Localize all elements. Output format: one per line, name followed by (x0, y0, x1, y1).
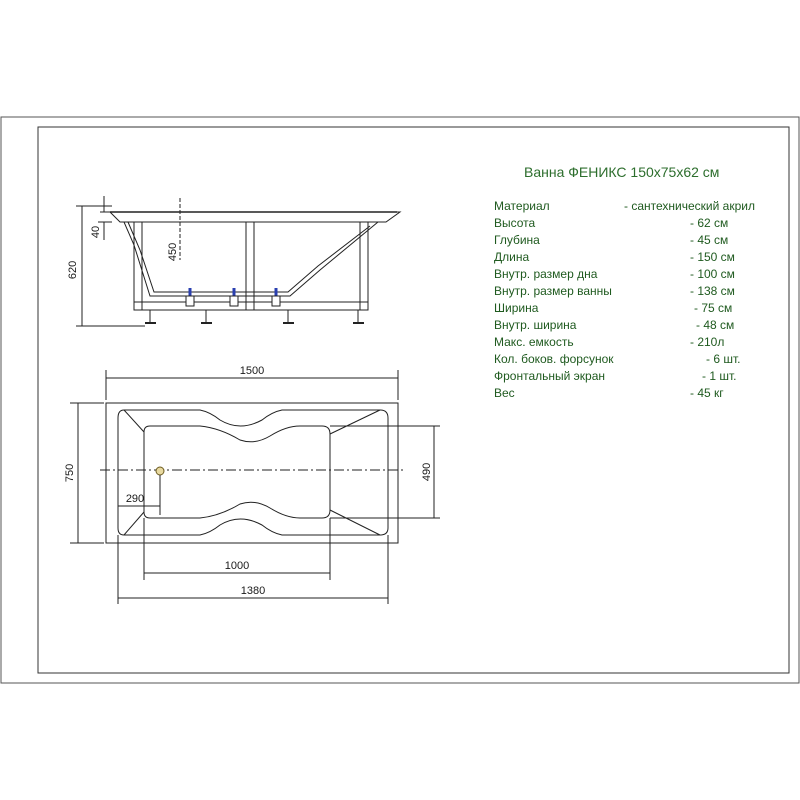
outer-frame (0, 116, 800, 684)
spec-title: Ванна ФЕНИКС 150х75х62 см (524, 164, 719, 180)
dim-inner-length: 1380 (241, 585, 265, 597)
spec-label: Высота (494, 216, 536, 230)
dim-length: 1500 (240, 365, 264, 377)
spec-value: - 75 см (694, 301, 732, 315)
spec-value: - 138 см (690, 284, 735, 298)
side-dimension-lines (76, 196, 145, 327)
spec-label: Ширина (494, 301, 539, 315)
dim-width: 750 (64, 464, 76, 482)
spec-value: - 150 см (690, 250, 735, 264)
dim-rim: 40 (90, 226, 102, 238)
dim-depth: 450 (167, 243, 179, 261)
spec-label: Кол. боков. форсунок (494, 352, 614, 366)
drain-icon (155, 466, 165, 476)
spec-value: - 1 шт. (702, 369, 736, 383)
spec-label: Внутр. размер дна (494, 267, 598, 281)
spec-label: Материал (494, 199, 550, 213)
spec-value: - сантехнический акрил (624, 199, 755, 213)
spec-value: - 6 шт. (706, 352, 740, 366)
spec-label: Глубина (494, 233, 540, 247)
spec-value: - 62 см (690, 216, 728, 230)
spec-value: - 45 кг (690, 386, 724, 400)
top-dimension-lines (70, 370, 440, 604)
top-view (100, 402, 404, 544)
spec-value: - 210л (690, 335, 724, 349)
spec-value: - 45 см (690, 233, 728, 247)
spec-value: - 100 см (690, 267, 735, 281)
spec-label: Макс. емкость (494, 335, 574, 349)
dim-inner-width: 490 (421, 463, 433, 481)
dim-total-height: 620 (67, 261, 79, 279)
dim-drain-offset: 290 (126, 493, 144, 505)
side-view (109, 198, 402, 324)
spec-label: Фронтальный экран (494, 369, 605, 383)
spec-value: - 48 см (696, 318, 734, 332)
inner-frame (37, 126, 790, 674)
spec-label: Внутр. ширина (494, 318, 577, 332)
spec-label: Вес (494, 386, 515, 400)
dim-bottom-length: 1000 (225, 560, 249, 572)
spec-label: Внутр. размер ванны (494, 284, 612, 298)
spec-label: Длина (494, 250, 529, 264)
